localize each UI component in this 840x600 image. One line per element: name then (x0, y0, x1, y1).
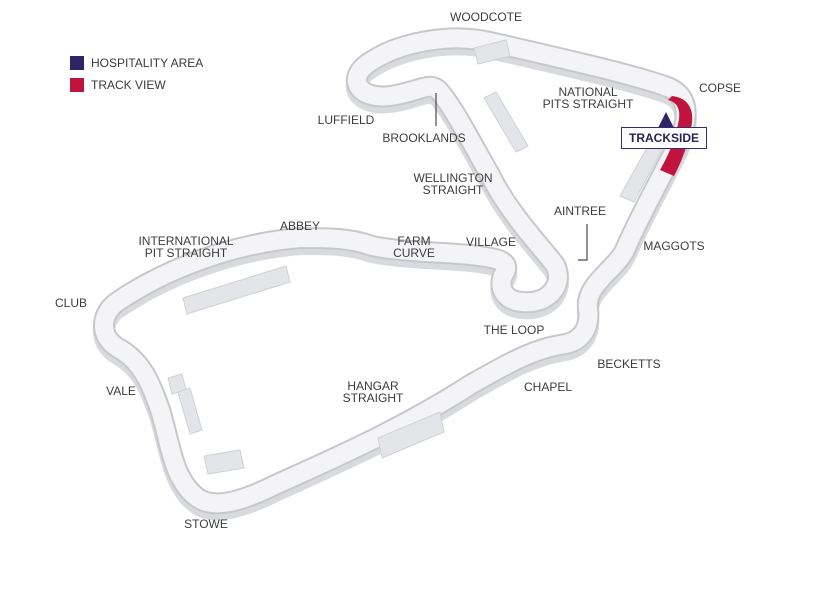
label-line: CURVE (393, 246, 435, 260)
label-brooklands: BROOKLANDS (382, 131, 466, 145)
pointer-lines (435, 93, 588, 261)
label-maggots: MAGGOTS (643, 239, 705, 253)
label-wellington-straight: WELLINGTON STRAIGHT (413, 172, 492, 196)
grandstand-international (182, 265, 291, 315)
grandstand-national-pits (619, 145, 663, 203)
label-stowe: STOWE (184, 517, 228, 531)
track-view-swatch (70, 78, 84, 92)
legend-item-track-view: TRACK VIEW (70, 74, 203, 96)
label-line: HANGAR (347, 379, 399, 393)
label-hangar-straight: HANGAR STRAIGHT (343, 380, 404, 404)
label-copse: COPSE (698, 81, 742, 95)
hospitality-swatch (70, 56, 84, 70)
label-line: STRAIGHT (342, 391, 404, 405)
label-farm-curve: FARM CURVE (393, 235, 435, 259)
grandstand-vale-2 (177, 387, 203, 435)
label-aintree: AINTREE (553, 204, 607, 218)
label-line: STRAIGHT (422, 183, 484, 197)
label-line: PIT STRAIGHT (144, 246, 228, 260)
label-club: CLUB (54, 296, 88, 310)
label-international-pit-straight: INTERNATIONAL PIT STRAIGHT (138, 235, 233, 259)
label-line: FARM (397, 234, 431, 248)
label-chapel: CHAPEL (523, 380, 573, 394)
label-the-loop: THE LOOP (483, 323, 545, 337)
label-line: PITS STRAIGHT (542, 97, 634, 111)
label-woodcote: WOODCOTE (450, 10, 522, 24)
label-village: VILLAGE (465, 235, 517, 249)
label-becketts: BECKETTS (597, 357, 661, 371)
label-national-pits-straight: NATIONAL PITS STRAIGHT (543, 86, 634, 110)
grandstand-woodcote (473, 39, 511, 65)
label-line: NATIONAL (558, 85, 618, 99)
trackside-tag: TRACKSIDE (621, 127, 707, 149)
label-abbey: ABBEY (279, 219, 321, 233)
label-luffield: LUFFIELD (317, 113, 375, 127)
label-line: INTERNATIONAL (138, 234, 234, 248)
pointer-aintree (578, 224, 588, 261)
grandstand-wellington (483, 91, 529, 153)
grandstands (167, 39, 663, 475)
grandstand-stowe (203, 449, 245, 475)
legend: HOSPITALITY AREA TRACK VIEW (70, 52, 203, 96)
label-line: WELLINGTON (413, 171, 493, 185)
hospitality-area-marker (657, 112, 674, 130)
legend-item-hospitality: HOSPITALITY AREA (70, 52, 203, 74)
label-vale: VALE (106, 384, 136, 398)
legend-label-hospitality: HOSPITALITY AREA (91, 56, 204, 70)
legend-label-track-view: TRACK VIEW (91, 78, 166, 92)
grandstand-hangar (377, 411, 445, 459)
